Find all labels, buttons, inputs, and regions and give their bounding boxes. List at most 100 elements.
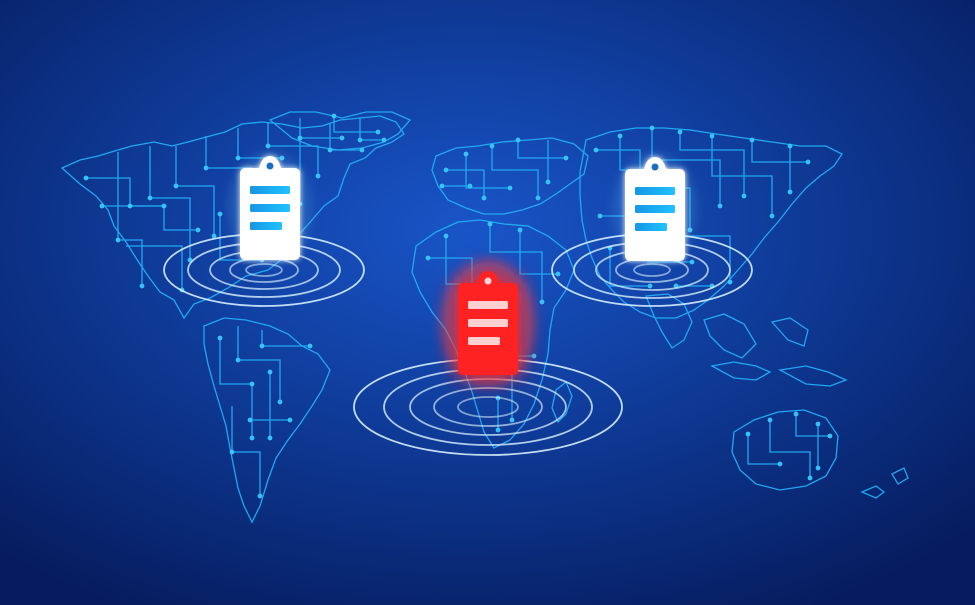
circuit-node — [463, 151, 469, 157]
europe-circuit — [431, 137, 589, 215]
circuit-node — [717, 203, 723, 209]
circuit-node — [257, 493, 263, 499]
north-america-circuit — [60, 115, 405, 320]
circuit-node — [287, 417, 293, 423]
circuit-node — [297, 135, 303, 141]
circuit-node — [375, 129, 381, 135]
circuit-node — [339, 135, 345, 141]
circuit-node — [443, 167, 449, 173]
circuit-node — [555, 271, 561, 277]
circuit-node — [381, 137, 387, 143]
circuit-node — [195, 227, 201, 233]
clipboard-hole — [484, 277, 492, 285]
circuit-node — [307, 343, 313, 349]
circuit-node — [787, 189, 793, 195]
circuit-node — [357, 137, 363, 143]
circuit-node — [769, 213, 775, 219]
clipboard-line — [250, 186, 290, 194]
clipboard-icon — [228, 152, 312, 264]
ripple-ring — [245, 263, 283, 277]
circuit-node — [139, 283, 145, 289]
circuit-node — [173, 183, 179, 189]
greenland-circuit — [268, 111, 412, 151]
circuit-node — [359, 147, 365, 153]
clipboard-line — [635, 223, 667, 231]
clipboard-line — [468, 337, 500, 345]
circuit-node — [815, 465, 821, 471]
circuit-node — [805, 159, 811, 165]
circuit-node — [517, 227, 523, 233]
circuit-node — [787, 143, 793, 149]
circuit-node — [277, 399, 283, 405]
clipboard-line — [635, 205, 675, 213]
circuit-node — [815, 421, 821, 427]
circuit-node — [443, 233, 449, 239]
circuit-node — [259, 343, 265, 349]
circuit-node — [689, 259, 695, 265]
circuit-node — [767, 417, 773, 423]
clipboard-icon — [613, 153, 697, 265]
clipboard-hole — [651, 163, 659, 171]
circuit-node — [115, 237, 121, 243]
clipboard-icon — [440, 259, 536, 387]
circuit-node — [515, 137, 521, 143]
circuit-node — [247, 417, 253, 423]
circuit-node — [709, 133, 715, 139]
circuit-node — [677, 129, 683, 135]
circuit-node — [597, 213, 603, 219]
clipboard-line — [250, 204, 290, 212]
circuit-node — [211, 233, 217, 239]
indonesia-circuit — [710, 361, 772, 381]
clipboard-hole — [266, 162, 274, 170]
clipboard-line — [250, 222, 282, 230]
circuit-node — [563, 155, 569, 161]
circuit-node — [749, 137, 755, 143]
circuit-node — [487, 221, 493, 227]
circuit-node — [249, 435, 255, 441]
circuit-node — [265, 143, 271, 149]
circuit-node — [267, 435, 273, 441]
circuit-node — [99, 203, 105, 209]
circuit-node — [793, 411, 799, 417]
circuit-node — [593, 147, 599, 153]
circuit-node — [531, 353, 537, 359]
circuit-node — [217, 211, 223, 217]
circuit-node — [331, 113, 337, 119]
circuit-node — [745, 431, 751, 437]
circuit-node — [649, 125, 655, 131]
circuit-node — [741, 193, 747, 199]
circuit-node — [267, 369, 273, 375]
circuit-node — [489, 143, 495, 149]
circuit-node — [127, 203, 133, 209]
circuit-node — [495, 427, 501, 433]
circuit-node — [481, 195, 487, 201]
circuit-node — [539, 299, 545, 305]
circuit-node — [315, 173, 321, 179]
circuit-node — [727, 279, 733, 285]
clipboard-line — [468, 319, 508, 327]
south-america-circuit — [203, 317, 331, 524]
circuit-node — [545, 179, 551, 185]
circuit-node — [507, 185, 513, 191]
circuit-node — [147, 195, 153, 201]
new-zealand-circuit — [860, 467, 909, 499]
circuit-node — [327, 147, 333, 153]
circuit-node — [425, 255, 431, 261]
circuit-node — [535, 195, 541, 201]
circuit-node — [617, 133, 623, 139]
circuit-node — [217, 335, 223, 341]
circuit-node — [203, 165, 209, 171]
clipboard-line — [635, 187, 675, 195]
circuit-node — [807, 475, 813, 481]
circuit-node — [83, 175, 89, 181]
circuit-node — [827, 433, 833, 439]
marker-layer — [228, 152, 697, 387]
circuit-node — [647, 283, 653, 289]
circuit-node — [161, 203, 167, 209]
circuit-node — [235, 155, 241, 161]
circuit-node — [439, 183, 445, 189]
clipboard-line — [468, 301, 508, 309]
circuit-node — [229, 449, 235, 455]
